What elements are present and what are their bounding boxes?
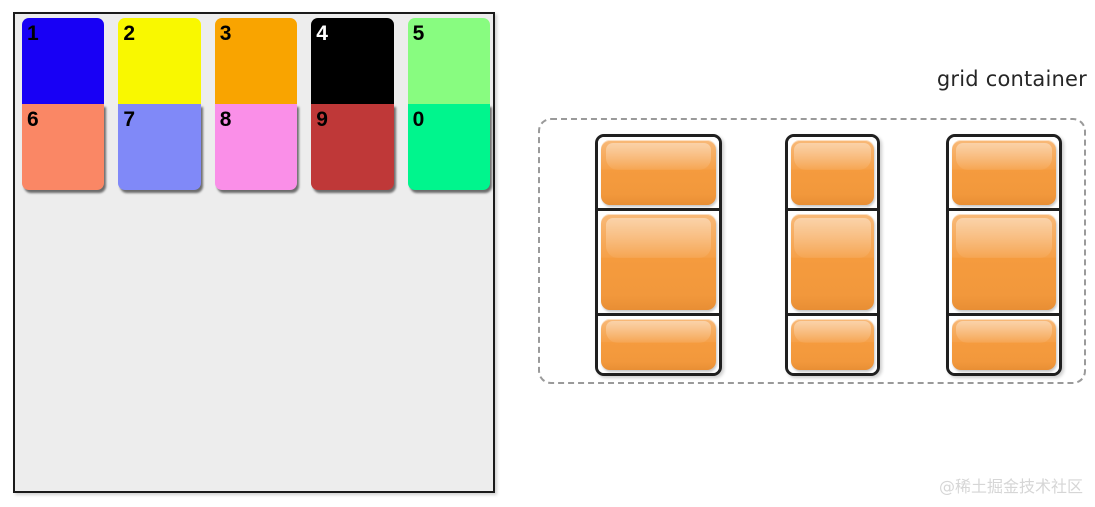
number-cell-label: 2 <box>123 22 136 45</box>
number-cell-9: 9 <box>311 104 394 190</box>
grid-column-2 <box>785 134 880 376</box>
grid-item-face <box>791 140 874 205</box>
number-cell-6: 6 <box>22 104 105 190</box>
grid-item-2-3 <box>788 316 877 373</box>
grid-item-3-3 <box>949 316 1059 373</box>
grid-demo-diagram: grid container <box>520 55 1095 405</box>
number-cell-label: 8 <box>219 108 232 131</box>
grid-item-2-1 <box>788 137 877 211</box>
number-cell-label: 7 <box>123 108 136 131</box>
number-cell-8: 8 <box>214 104 298 190</box>
grid-item-2-2 <box>788 210 877 317</box>
grid-item-1-3 <box>598 316 719 373</box>
number-cell-1: 1 <box>22 18 105 104</box>
grid-column-3 <box>946 134 1062 376</box>
grid-item-face <box>952 140 1056 205</box>
grid-item-face <box>601 319 716 370</box>
number-cell-label: 9 <box>316 108 328 131</box>
grid-column-1 <box>595 134 722 376</box>
number-cell-label: 1 <box>27 22 39 45</box>
grid-item-3-2 <box>949 210 1059 317</box>
grid-container-label: grid container <box>936 67 1087 91</box>
number-cell-label: 6 <box>27 108 39 131</box>
number-cell-5: 5 <box>407 18 490 104</box>
grid-item-1-1 <box>598 137 719 211</box>
grid-item-face <box>952 319 1056 370</box>
number-cell-label: 5 <box>412 22 425 45</box>
number-cell-label: 3 <box>219 22 232 45</box>
grid-container-outline <box>538 118 1086 384</box>
number-cell-4: 4 <box>311 18 394 104</box>
grid-item-face <box>601 140 716 205</box>
watermark: @稀土掘金技术社区 <box>938 477 1083 496</box>
number-cell-0: 0 <box>407 104 490 190</box>
number-cell-7: 7 <box>118 104 201 190</box>
grid-item-1-2 <box>598 210 719 317</box>
grid-item-3-1 <box>949 137 1059 211</box>
number-cell-label: 0 <box>412 108 425 131</box>
number-cell-label: 4 <box>316 22 328 45</box>
grid-item-face <box>791 213 874 311</box>
number-grid: 1 2 3 4 5 6 7 8 9 0 <box>22 18 490 190</box>
grid-item-face <box>601 213 716 311</box>
numbered-cells-panel: 1 2 3 4 5 6 7 8 9 0 <box>13 12 495 493</box>
grid-item-face <box>952 213 1056 311</box>
grid-item-face <box>791 319 874 370</box>
number-cell-2: 2 <box>118 18 201 104</box>
number-cell-3: 3 <box>214 18 298 104</box>
